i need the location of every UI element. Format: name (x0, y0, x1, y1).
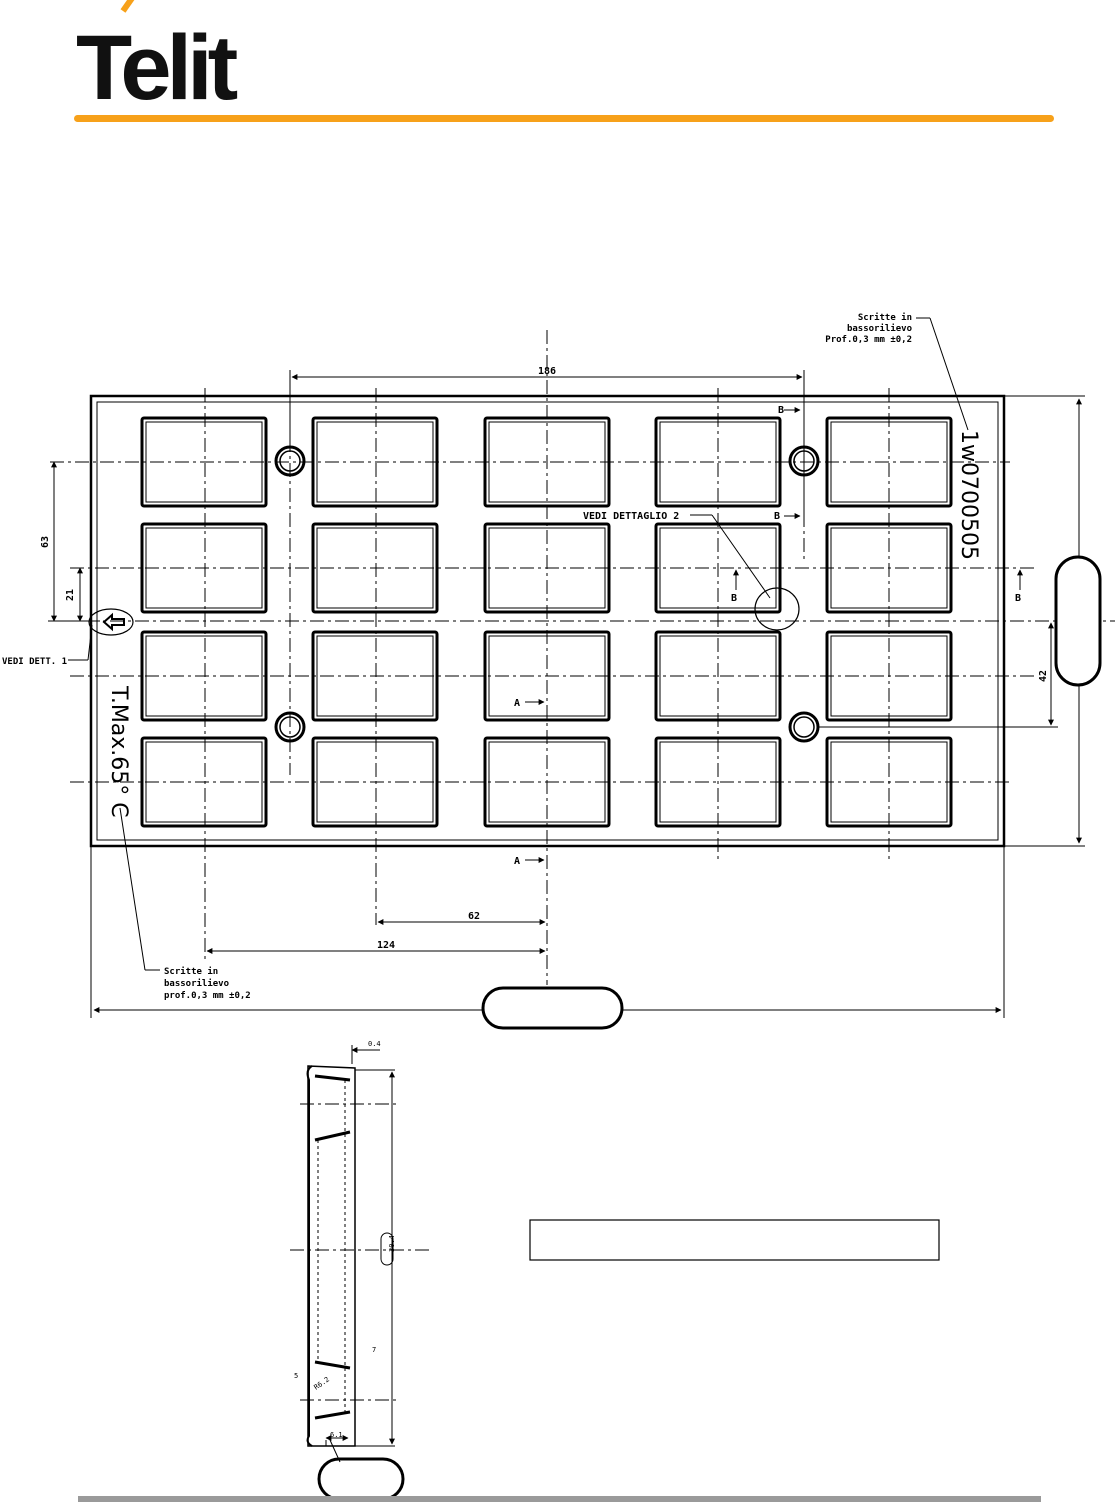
note-top-line-3: Prof.0,3 mm ±0,2 (825, 335, 912, 345)
section-a-top: A (514, 698, 520, 709)
dim-186: 186 (538, 366, 556, 377)
section-b-bottom: B (774, 511, 780, 522)
side-dim-0-4: 0.4 (368, 1040, 381, 1048)
side-dim-30-4: 30.4 (388, 1235, 396, 1252)
side-section-view (290, 1045, 430, 1462)
temperature-mark: T.Max.65° C (106, 685, 131, 818)
center-lines (50, 330, 1115, 985)
note-bottom-line-2: bassorilievo (164, 978, 229, 989)
detail-1-label: VEDI DETT. 1 (2, 657, 67, 667)
side-label-5: 5 (294, 1372, 298, 1380)
part-code-mark: 1w0700505 (956, 430, 981, 560)
section-b-top: B (778, 405, 784, 416)
note-top-line-1: Scritte in (858, 312, 912, 323)
section-b-right: B (1015, 593, 1021, 604)
section-a-bottom: A (514, 856, 520, 867)
dimension-lines (48, 318, 1085, 1018)
drawing-labels: Scritte in bassorilievo Prof.0,3 mm ±0,2… (2, 312, 1049, 1439)
dim-21: 21 (65, 589, 76, 601)
side-label-radius: R6.2 (313, 1375, 331, 1391)
side-label-7: 7 (372, 1346, 376, 1354)
detail-2-label: VEDI DETTAGLIO 2 (583, 511, 679, 522)
side-dim-6-1: 6.1 (330, 1431, 343, 1439)
dim-42: 42 (1038, 670, 1049, 682)
note-bottom-line-1: Scritte in (164, 966, 218, 977)
note-top-line-2: bassorilievo (847, 323, 912, 334)
note-bottom-line-3: prof.0,3 mm ±0,2 (164, 991, 251, 1001)
caption-box (530, 1220, 939, 1260)
dim-63: 63 (40, 536, 51, 548)
dim-124: 124 (377, 940, 395, 951)
footer-rule (78, 1496, 1041, 1502)
section-b-left: B (731, 593, 737, 604)
dim-62: 62 (468, 911, 480, 922)
